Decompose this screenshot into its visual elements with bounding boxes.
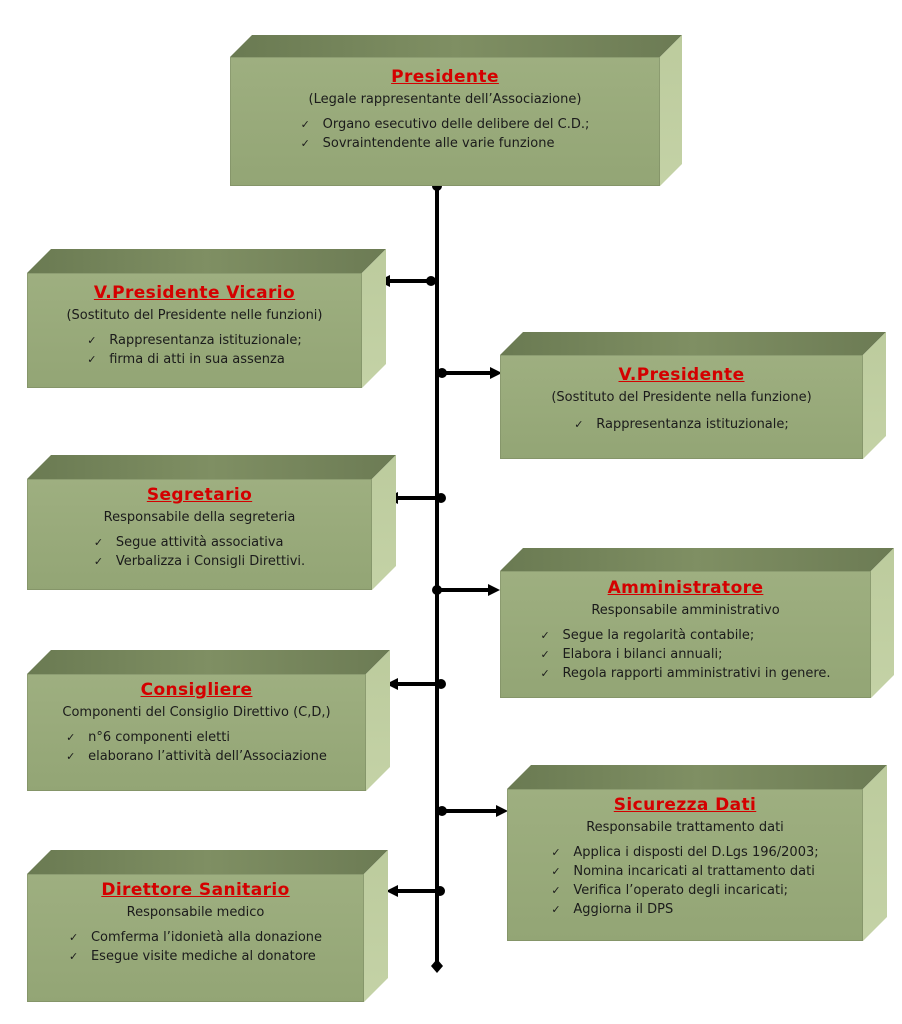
check-icon: ✓: [540, 667, 550, 680]
subtitle-segretario: Responsabile della segreteria: [103, 510, 296, 525]
list-sicurezza-dati: ✓Applica i disposti del D.Lgs 196/2003; …: [551, 843, 818, 919]
list-item: ✓Verifica l’operato degli incaricati;: [551, 883, 789, 898]
subtitle-sicurezza-dati: Responsabile trattamento dati: [586, 820, 784, 835]
list-vp: ✓Rappresentanza istituzionale;: [574, 415, 789, 434]
check-icon: ✓: [540, 648, 550, 661]
list-item: ✓Verbalizza i Consigli Direttivi.: [93, 554, 306, 569]
check-icon: ✓: [93, 555, 104, 568]
box-presidente: Presidente (Legale rappresentante dell’A…: [230, 35, 682, 186]
box-vp: V.Presidente (Sostituto del Presidente n…: [500, 332, 886, 459]
box-segretario: Segretario Responsabile della segreteria…: [27, 455, 396, 590]
check-icon: ✓: [68, 931, 79, 944]
list-item: ✓Segue la regolarità contabile;: [540, 628, 755, 643]
arrow-right-icon: [488, 584, 500, 596]
list-item: ✓Applica i disposti del D.Lgs 196/2003;: [551, 845, 819, 860]
check-icon: ✓: [66, 750, 76, 763]
junction-dot: [436, 679, 446, 689]
title-presidente: Presidente: [391, 67, 499, 87]
title-vp-vicario: V.Presidente Vicario: [93, 283, 296, 303]
list-item: ✓Elabora i bilanci annuali;: [540, 647, 723, 662]
box-sicurezza-dati: Sicurezza Dati Responsabile trattamento …: [507, 765, 887, 941]
arrow-left-icon: [386, 678, 398, 690]
list-direttore-sanitario: ✓Comferma l’idonietà alla donazione ✓Ese…: [69, 928, 322, 966]
box-direttore-sanitario: Direttore Sanitario Responsabile medico …: [27, 850, 388, 1002]
check-icon: ✓: [68, 950, 79, 963]
list-presidente: ✓Organo esecutivo delle delibere del C.D…: [301, 115, 590, 153]
check-icon: ✓: [93, 536, 104, 549]
list-amministratore: ✓Segue la regolarità contabile; ✓Elabora…: [540, 626, 830, 683]
list-item: ✓Nomina incaricati al trattamento dati: [551, 864, 815, 879]
arrow-right-icon: [496, 805, 508, 817]
arrow-left-icon: [386, 885, 398, 897]
title-consigliere: Consigliere: [140, 680, 253, 700]
subtitle-consigliere: Componenti del Consiglio Direttivo (C,D,…: [62, 705, 331, 720]
list-item: ✓Sovraintendente alle varie funzione: [300, 136, 555, 151]
title-vp: V.Presidente: [618, 365, 745, 385]
check-icon: ✓: [551, 903, 561, 916]
list-item: ✓elaborano l’attività dell’Associazione: [66, 749, 327, 764]
check-icon: ✓: [66, 731, 76, 744]
list-item: ✓firma di atti in sua assenza: [87, 352, 285, 367]
list-item: ✓Rappresentanza istituzionale;: [87, 333, 302, 348]
subtitle-amministratore: Responsabile amministrativo: [591, 603, 780, 618]
list-item: ✓Rappresentanza istituzionale;: [574, 417, 789, 432]
list-item: ✓Comferma l’idonietà alla donazione: [68, 930, 323, 945]
title-sicurezza-dati: Sicurezza Dati: [613, 795, 757, 815]
check-icon: ✓: [87, 334, 97, 347]
check-icon: ✓: [574, 418, 584, 431]
check-icon: ✓: [551, 884, 561, 897]
check-icon: ✓: [300, 137, 310, 150]
diamond-end-icon: [431, 959, 443, 973]
junction-dot: [436, 493, 446, 503]
list-consigliere: ✓n°6 componenti eletti ✓elaborano l’atti…: [66, 728, 327, 766]
arrow-right-icon: [490, 367, 502, 379]
check-icon: ✓: [300, 118, 310, 131]
subtitle-presidente: (Legale rappresentante dell’Associazione…: [308, 92, 582, 107]
check-icon: ✓: [540, 629, 550, 642]
title-direttore-sanitario: Direttore Sanitario: [101, 880, 290, 900]
list-segretario: ✓Segue attività associativa ✓Verbalizza …: [94, 533, 305, 571]
title-segretario: Segretario: [146, 485, 253, 505]
check-icon: ✓: [87, 353, 97, 366]
list-vp-vicario: ✓Rappresentanza istituzionale; ✓firma di…: [87, 331, 302, 369]
list-item: ✓Segue attività associativa: [93, 535, 284, 550]
junction-dot: [432, 585, 442, 595]
subtitle-direttore-sanitario: Responsabile medico: [126, 905, 265, 920]
junction-dot: [437, 368, 447, 378]
box-amministratore: Amministratore Responsabile amministrati…: [500, 548, 894, 698]
junction-dot: [437, 806, 447, 816]
box-consigliere: Consigliere Componenti del Consiglio Dir…: [27, 650, 390, 791]
junction-dot: [435, 886, 445, 896]
junction-dot: [426, 276, 436, 286]
list-item: ✓Aggiorna il DPS: [551, 902, 674, 917]
list-item: ✓Organo esecutivo delle delibere del C.D…: [300, 117, 590, 132]
list-item: ✓n°6 componenti eletti: [66, 730, 230, 745]
subtitle-vp-vicario: (Sostituto del Presidente nelle funzioni…: [66, 308, 323, 323]
subtitle-vp: (Sostituto del Presidente nella funzione…: [551, 390, 812, 405]
list-item: ✓Regola rapporti amministrativi in gener…: [540, 666, 831, 681]
check-icon: ✓: [551, 846, 561, 859]
title-amministratore: Amministratore: [607, 578, 764, 598]
check-icon: ✓: [551, 865, 561, 878]
box-vp-vicario: V.Presidente Vicario (Sostituto del Pres…: [27, 249, 386, 388]
list-item: ✓Esegue visite mediche al donatore: [68, 949, 316, 964]
